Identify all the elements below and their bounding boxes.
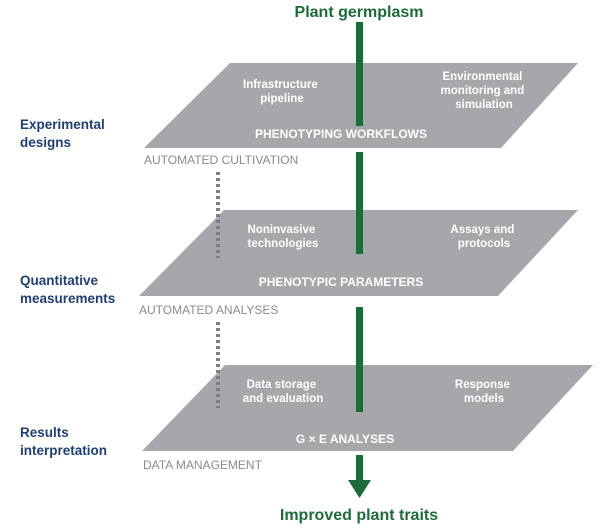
arrow-shaft-3 [356, 307, 363, 412]
arrow-shaft-1 [356, 22, 363, 126]
plane-2-title: PHENOTYPIC PARAMETERS [259, 275, 423, 289]
layer-label-3: DATA MANAGEMENT [143, 458, 263, 472]
plane-2-right-item: Assays and protocols [450, 224, 517, 250]
level-1: Infrastructure pipeline Environmental mo… [20, 63, 578, 167]
plane-1-title: PHENOTYPING WORKFLOWS [255, 127, 427, 141]
plane-1-right-item: Environmental monitoring and simulation [441, 71, 528, 111]
plane-3-left-item: Data storage and evaluation [243, 379, 324, 405]
layer-label-1: AUTOMATED CULTIVATION [144, 153, 298, 167]
arrow-shaft-4 [356, 455, 363, 481]
side-label-2: Quantitative measurements [20, 273, 115, 306]
arrow-shaft-2 [356, 152, 363, 254]
top-title: Plant germplasm [295, 4, 424, 21]
plane-2-left-item: Noninvasive technologies [248, 224, 319, 250]
central-arrow [348, 22, 371, 498]
level-3: Data storage and evaluation Response mod… [20, 365, 593, 472]
plane-3-right-item: Response models [455, 379, 513, 405]
plane-3-title: G × E ANALYSES [296, 432, 394, 446]
side-label-1: Experimental designs [20, 117, 109, 150]
plane-3 [142, 365, 593, 451]
bottom-title: Improved plant traits [280, 507, 438, 524]
side-label-3: Results interpretation [20, 425, 107, 458]
layer-label-2: AUTOMATED ANALYSES [139, 303, 278, 317]
level-2: Noninvasive technologies Assays and prot… [20, 210, 578, 317]
plane-1-left-item: Infrastructure pipeline [243, 79, 321, 105]
arrow-head [348, 480, 371, 498]
